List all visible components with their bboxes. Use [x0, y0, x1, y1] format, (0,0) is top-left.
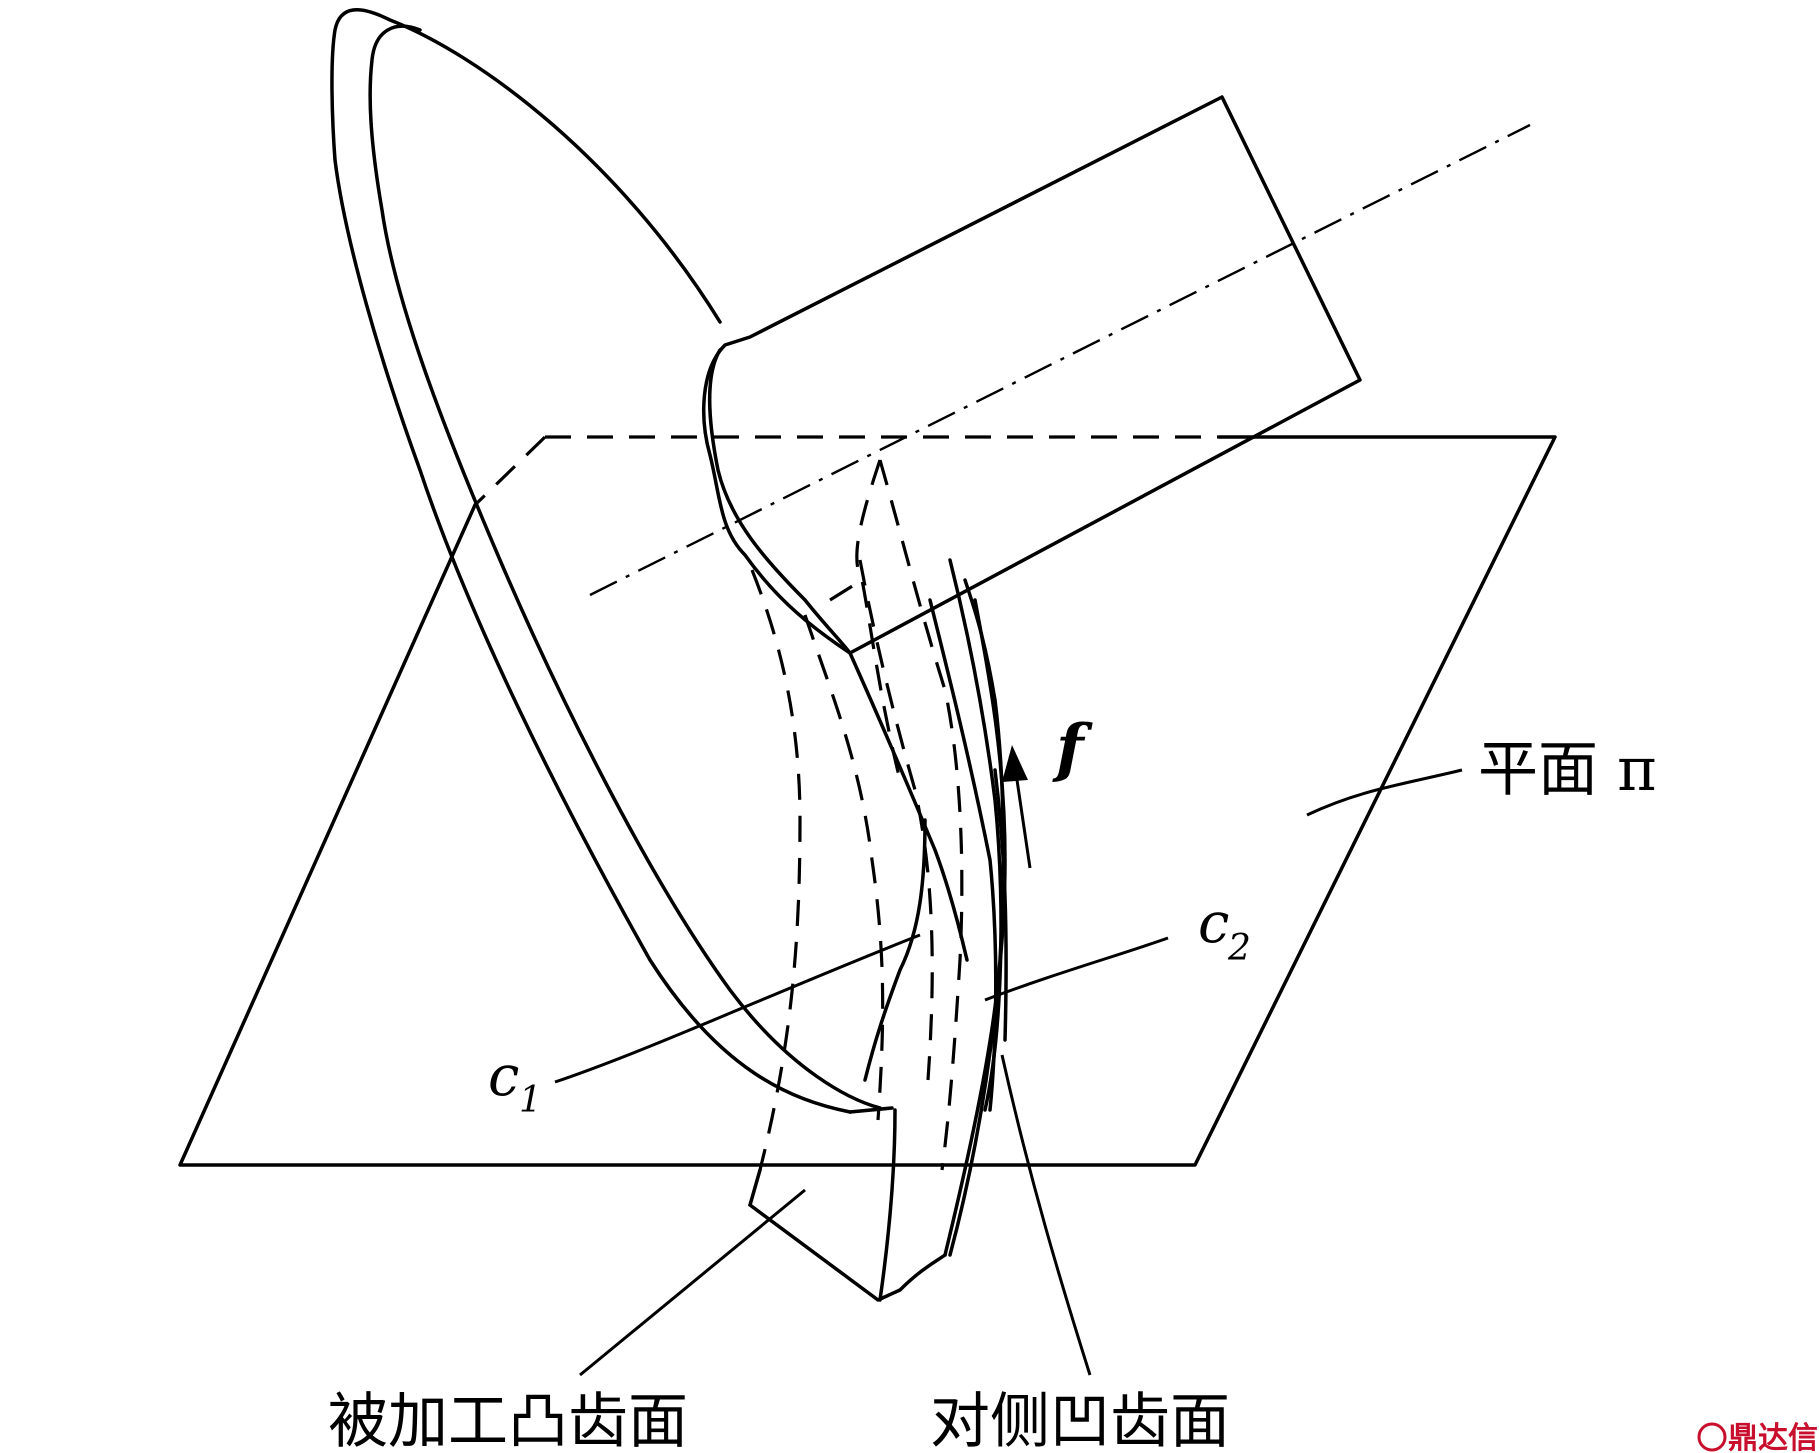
- leader-convex-surface: [579, 1188, 806, 1377]
- tooth-base-left: [748, 1168, 762, 1207]
- tooth-mid-surface: [878, 1108, 897, 1302]
- label-feed-f: f: [1052, 711, 1093, 786]
- watermark: 鼎达信: [1697, 1421, 1818, 1453]
- hidden-tooth-tip: [829, 578, 863, 602]
- label-c1: c 1: [488, 1044, 542, 1121]
- label-c2: c 2: [1198, 891, 1251, 969]
- label-machined-convex-surface: 被加工凸齿面: [328, 1387, 688, 1453]
- feed-arrow-head: [1002, 745, 1028, 782]
- tooth-hidden-lines: [750, 459, 964, 1171]
- plane-outline-solid: [178, 435, 1557, 1167]
- label-c1-letter: c: [488, 1044, 519, 1109]
- tooth-front-edge: [848, 651, 969, 962]
- hidden-curve-5: [855, 459, 902, 781]
- hidden-curve-1: [750, 569, 802, 1171]
- plane-left-edge-hidden: [473, 435, 547, 507]
- label-opposite-concave-surface: 对侧凹齿面: [930, 1387, 1230, 1453]
- leader-c2: [984, 936, 1169, 1002]
- cutter-disc: [330, 8, 894, 1114]
- hidden-curve-4: [878, 459, 964, 1171]
- hidden-curve-3: [858, 559, 934, 1081]
- feed-arrow-shaft: [1015, 779, 1032, 869]
- shaft-outline: [702, 95, 1362, 655]
- watermark-logo-icon: [1697, 1422, 1727, 1452]
- disc-outer-rim: [330, 8, 852, 1114]
- disc-inner-rim: [368, 24, 882, 1110]
- leader-c1: [554, 933, 921, 1084]
- tooth-body: [748, 558, 1008, 1302]
- tooth-c2-edge: [993, 768, 1008, 1042]
- label-c2-subscript: 2: [1227, 928, 1251, 969]
- disc-lower-rim-close: [848, 1106, 894, 1114]
- cutter-shaft: [589, 95, 1531, 655]
- feed-arrow: [1002, 745, 1032, 869]
- leader-concave-surface: [1000, 1054, 1092, 1376]
- leader-lines: [554, 768, 1463, 1377]
- label-c1-subscript: 1: [519, 1080, 542, 1121]
- label-plane-pi: 平面 π: [1478, 735, 1657, 805]
- hidden-curve-2: [803, 614, 885, 1121]
- tooth-base: [748, 1203, 947, 1302]
- tooth-left-edge-upper: [863, 818, 927, 1082]
- watermark-text: 鼎达信: [1728, 1421, 1818, 1453]
- label-c2-letter: c: [1198, 891, 1229, 956]
- shaft-front-curve: [707, 348, 852, 655]
- plane-pi: [178, 435, 1557, 1167]
- shaft-axis-centerline: [589, 123, 1531, 597]
- leader-plane: [1306, 768, 1463, 817]
- tooth-far-edge: [948, 558, 1003, 1112]
